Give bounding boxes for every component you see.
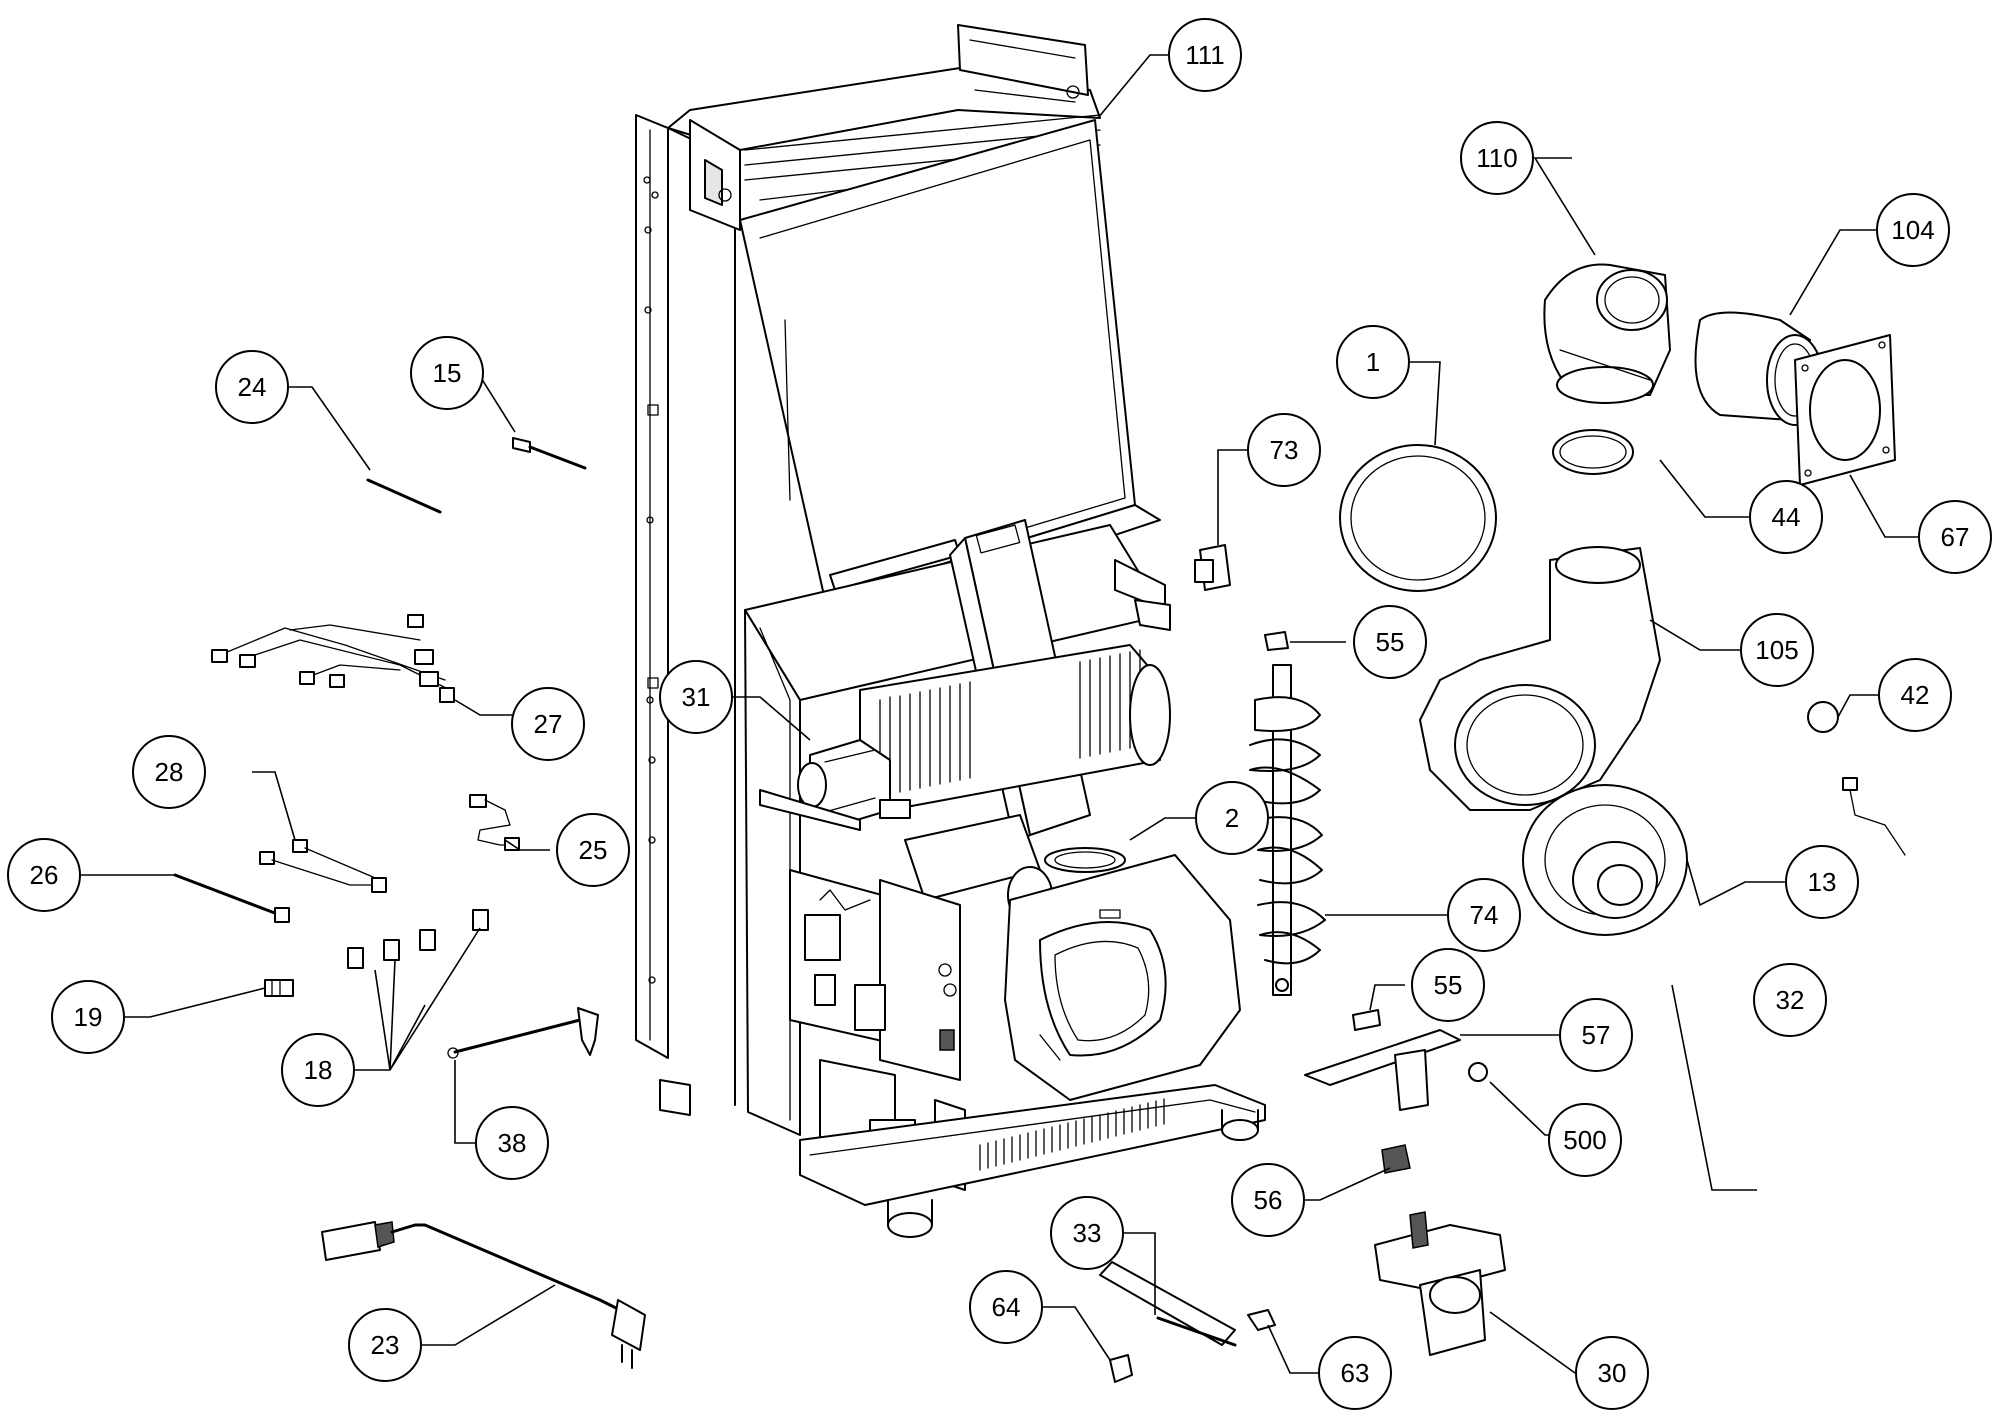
callout-label: 57 [1582, 1020, 1611, 1050]
part-24-probe [366, 478, 442, 514]
callout-label: 500 [1563, 1125, 1606, 1155]
stove-body [635, 24, 1266, 1238]
callout-label: 18 [304, 1055, 333, 1085]
callout-label: 31 [682, 682, 711, 712]
part-23-power-cord [321, 1221, 646, 1369]
callout-bubble-2: 2 [1195, 781, 1269, 855]
callout-bubble-23: 23 [348, 1308, 422, 1382]
callout-label: 104 [1891, 215, 1934, 245]
callout-bubble-105: 105 [1740, 613, 1814, 687]
callout-bubble-38: 38 [475, 1106, 549, 1180]
callout-bubble-74: 74 [1447, 878, 1521, 952]
callout-label: 30 [1598, 1358, 1627, 1388]
part-110-elbow [1543, 263, 1671, 404]
callout-bubble-57: 57 [1559, 998, 1633, 1072]
part-19-connector [264, 979, 294, 997]
callout-bubble-63: 63 [1318, 1336, 1392, 1410]
callout-bubble-13: 13 [1785, 845, 1859, 919]
part-30-gear-motor [1374, 1211, 1506, 1356]
callout-label: 42 [1901, 680, 1930, 710]
part-15-sensor [512, 437, 587, 470]
callout-label: 111 [1185, 40, 1225, 70]
callout-bubble-500: 500 [1548, 1103, 1622, 1177]
callout-bubble-42: 42 [1878, 658, 1952, 732]
callout-bubble-64: 64 [969, 1270, 1043, 1344]
callout-label: 55 [1434, 970, 1463, 1000]
callout-bubble-56: 56 [1231, 1163, 1305, 1237]
callout-label: 55 [1376, 627, 1405, 657]
callout-bubble-18: 18 [281, 1033, 355, 1107]
callout-bubble-55-top: 55 [1353, 605, 1427, 679]
part-28-wire [259, 839, 387, 893]
callout-bubble-26: 26 [7, 838, 81, 912]
callout-bubble-111: 111 [1168, 18, 1242, 92]
callout-label: 105 [1755, 635, 1798, 665]
part-63-clip [1247, 1309, 1276, 1331]
callout-bubble-25: 25 [556, 813, 630, 887]
callout-label: 74 [1470, 900, 1499, 930]
callout-bubble-19: 19 [51, 980, 125, 1054]
callout-label: 15 [433, 358, 462, 388]
callout-label: 27 [534, 709, 563, 739]
callout-bubble-24: 24 [215, 350, 289, 424]
callout-label: 25 [579, 835, 608, 865]
part-105-fan-housing [1419, 546, 1661, 811]
part-25-wire [469, 794, 520, 851]
callout-label: 2 [1225, 803, 1239, 833]
callout-bubble-55-bottom: 55 [1411, 948, 1485, 1022]
part-57-plate [1304, 1029, 1461, 1111]
callout-bubble-33: 33 [1050, 1196, 1124, 1270]
callout-label: 38 [498, 1128, 527, 1158]
part-38-igniter-rod [447, 1007, 599, 1059]
callout-bubble-15: 15 [410, 336, 484, 410]
part-33-element [1099, 1261, 1237, 1347]
callout-label: 26 [30, 860, 59, 890]
part-32-fan-motor [1522, 784, 1688, 936]
callout-bubble-73: 73 [1247, 413, 1321, 487]
callout-label: 110 [1476, 143, 1517, 173]
callout-label: 32 [1776, 985, 1805, 1015]
callout-bubble-1: 1 [1336, 325, 1410, 399]
part-74-auger [1249, 664, 1326, 996]
callout-label: 63 [1341, 1358, 1370, 1388]
part-55-clip-top [1264, 631, 1289, 651]
part-56-clip [1381, 1144, 1411, 1174]
part-13-sensor-wire [1842, 777, 1906, 856]
callout-label: 24 [238, 372, 267, 402]
callout-label: 28 [155, 757, 184, 787]
callout-bubble-30: 30 [1575, 1336, 1649, 1410]
part-55-clip-bottom [1352, 1009, 1381, 1031]
callout-label: 73 [1270, 435, 1299, 465]
callout-label: 33 [1073, 1218, 1102, 1248]
callout-bubble-32: 32 [1753, 963, 1827, 1037]
callout-bubble-27: 27 [511, 687, 585, 761]
part-18-clips [347, 909, 489, 969]
part-67-flange-plate [1794, 334, 1896, 486]
part-73-bracket [1194, 544, 1231, 591]
callout-bubble-28: 28 [132, 735, 206, 809]
callout-label: 1 [1366, 347, 1380, 377]
callout-label: 44 [1772, 502, 1801, 532]
callout-label: 23 [371, 1330, 400, 1360]
part-26-cable [173, 873, 290, 923]
callout-bubble-67: 67 [1918, 500, 1992, 574]
part-64-fitting [1109, 1354, 1133, 1383]
callout-label: 67 [1941, 522, 1970, 552]
callout-label: 56 [1254, 1185, 1283, 1215]
callout-label: 64 [992, 1292, 1021, 1322]
part-42-washer [1807, 701, 1839, 733]
callout-label: 19 [74, 1002, 103, 1032]
part-27-wire-harness [211, 614, 455, 703]
part-44-clamp [1552, 429, 1634, 475]
callout-bubble-31: 31 [659, 660, 733, 734]
part-1-gasket-ring [1339, 444, 1497, 592]
part-500-knob [1468, 1062, 1488, 1082]
callout-bubble-104: 104 [1876, 193, 1950, 267]
callout-bubble-110: 110 [1460, 121, 1534, 195]
callout-bubble-44: 44 [1749, 480, 1823, 554]
callout-label: 13 [1808, 867, 1837, 897]
